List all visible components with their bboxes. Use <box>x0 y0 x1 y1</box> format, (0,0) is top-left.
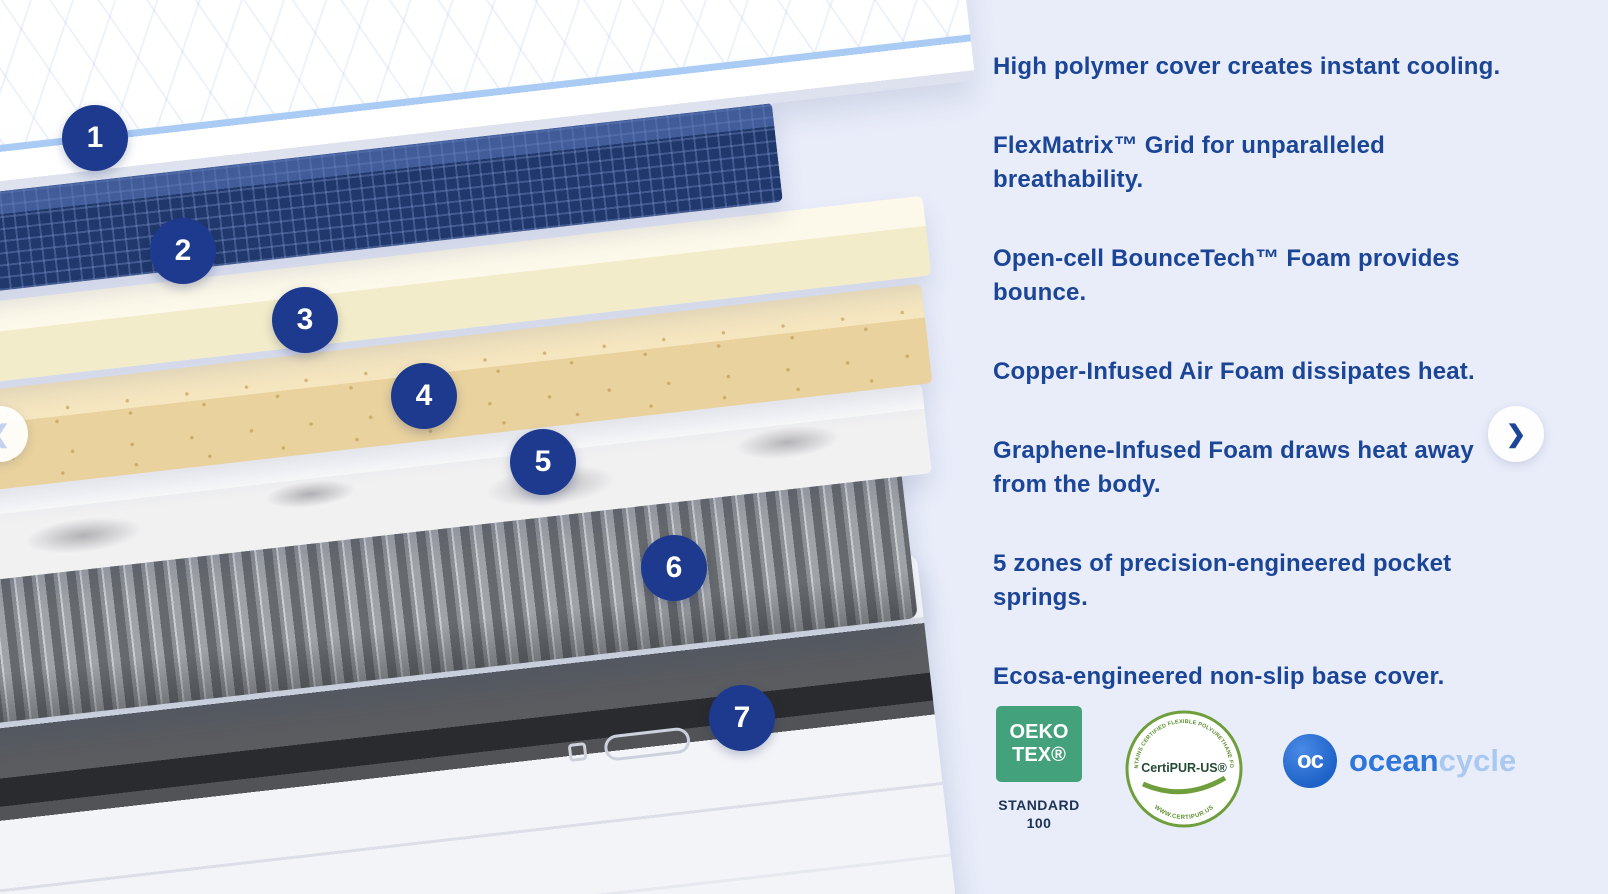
chevron-left-icon: ❮ <box>0 420 10 449</box>
certipur-us-seal: CONTAINS CERTIFIED FLEXIBLE POLYURETHANE… <box>1121 704 1245 835</box>
layer-badge-1: 1 <box>62 105 128 171</box>
chevron-right-icon: ❯ <box>1505 420 1527 448</box>
feature-text-2: FlexMatrix™ Grid for unparalleled breath… <box>993 132 1386 193</box>
certipur-name-text: CertiPUR-US® <box>1141 761 1227 775</box>
oceancycle-wordmark: oceancycle <box>1349 743 1516 779</box>
oekotex-standard-label: STANDARD <box>998 797 1080 813</box>
next-arrow-button[interactable]: ❯ <box>1488 406 1544 462</box>
oekotex-logo: OEKO TEX® STANDARD 100 <box>993 706 1085 832</box>
zipper-detail <box>603 726 692 762</box>
oekotex-badge-icon: OEKO TEX® <box>996 706 1082 782</box>
layer-badge-6: 6 <box>641 535 707 601</box>
layer-badge-3: 3 <box>272 287 338 353</box>
layer-badge-2: 2 <box>150 218 216 284</box>
mattress-illustration: 1 2 3 4 5 6 7 <box>0 0 940 894</box>
oceancycle-word-cycle: cycle <box>1438 743 1517 778</box>
feature-list: High polymer cover creates instant cooli… <box>993 50 1593 739</box>
feature-text-4: Copper-Infused Air Foam dissipates heat. <box>993 358 1475 385</box>
oekotex-line1: OEKO <box>1009 721 1069 743</box>
layer-badge-7: 7 <box>709 685 775 751</box>
oekotex-standard-number: 100 <box>1026 815 1052 831</box>
layer-badge-4: 4 <box>391 363 457 429</box>
zipper-tab-detail <box>567 742 588 763</box>
certipur-seal-icon: CONTAINS CERTIFIED FLEXIBLE POLYURETHANE… <box>1121 704 1243 828</box>
layer-badge-5: 5 <box>510 429 576 495</box>
oceancycle-logo: oc oceancycle <box>1283 734 1516 788</box>
oekotex-line2: TEX® <box>1012 744 1066 766</box>
oceancycle-word-ocean: ocean <box>1349 743 1439 778</box>
oceancycle-icon: oc <box>1283 734 1337 788</box>
feature-text-3: Open-cell BounceTech™ Foam provides boun… <box>993 245 1460 306</box>
feature-text-1: High polymer cover creates instant cooli… <box>993 53 1501 80</box>
certifications-row: OEKO TEX® STANDARD 100 CONTAINS CERTIFIE… <box>993 704 1516 835</box>
feature-text-7: Ecosa-engineered non-slip base cover. <box>993 663 1445 690</box>
feature-text-5: Graphene-Infused Foam draws heat away fr… <box>993 437 1474 498</box>
feature-text-6: 5 zones of precision-engineered pocket s… <box>993 550 1452 611</box>
